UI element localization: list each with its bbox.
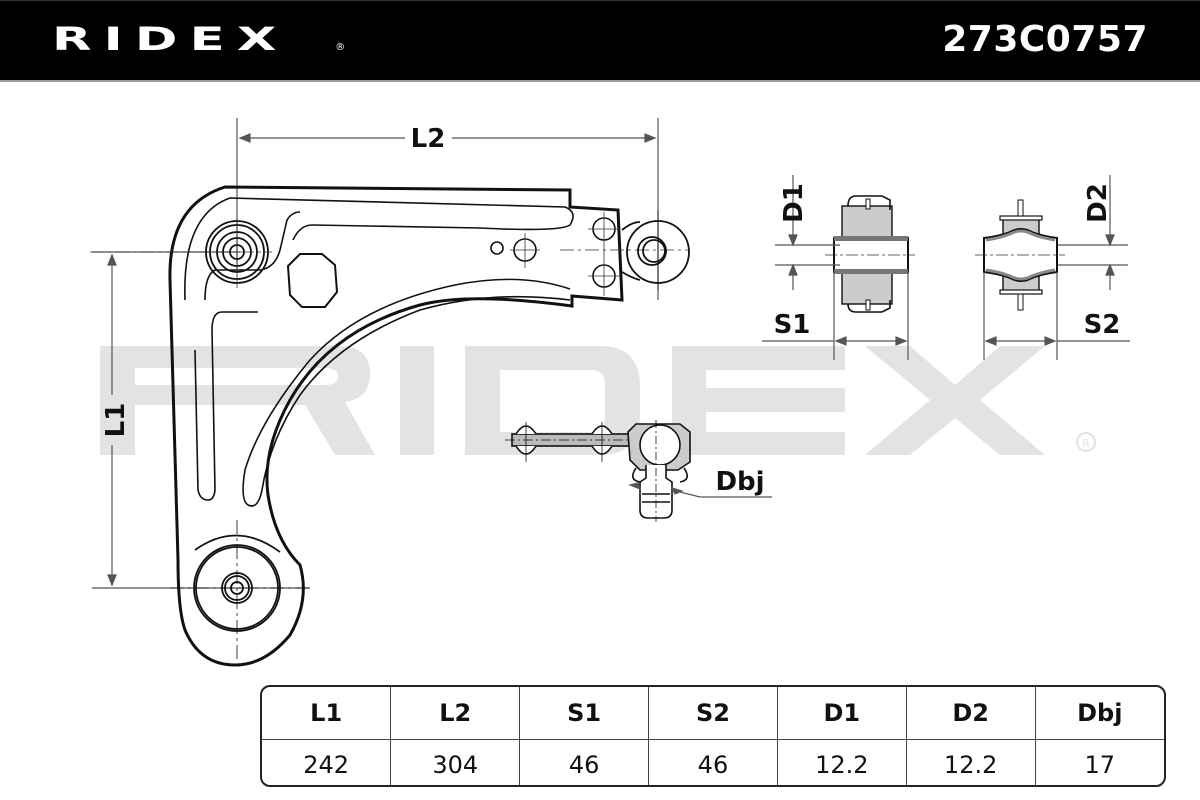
label-l2: L2: [411, 124, 446, 154]
ball-joint-head: [621, 210, 690, 290]
spec-table-value-row: 242 304 46 46 12.2 12.2 17: [262, 739, 1164, 785]
spec-value-dbj: 17: [1084, 751, 1116, 779]
s1-dimension: [762, 272, 909, 360]
svg-text:R: R: [1082, 437, 1090, 450]
spec-header-s1: S1: [519, 687, 650, 740]
spec-table-header-row: L1 L2 S1 S2 D1 D2 Dbj: [262, 687, 1164, 740]
s2-dimension: [983, 272, 1130, 360]
label-dbj: Dbj: [715, 467, 764, 497]
header-bar: RIDEX ® 273C0757: [0, 0, 1200, 80]
spec-header-l2: L2: [390, 687, 521, 740]
spec-value-d2: 12.2: [906, 739, 1036, 785]
center-lines: [90, 212, 690, 296]
spec-table: L1 L2 S1 S2 D1 D2 Dbj 242 304 46 46 12.2…: [260, 685, 1166, 787]
label-l1: L1: [101, 403, 131, 438]
control-arm: [168, 185, 624, 667]
label-s2: S2: [1084, 310, 1121, 340]
brand-text: RIDEX: [52, 20, 289, 58]
d2-dimension: [1058, 175, 1128, 290]
spec-value-l1: 242: [262, 739, 392, 785]
ball-joint-side-view: [505, 420, 691, 522]
label-d2: D2: [1083, 183, 1113, 223]
dbj-dimension: [628, 482, 772, 498]
spec-header-s2: S2: [648, 687, 778, 740]
spec-header-dbj: Dbj: [1035, 687, 1164, 740]
registered-mark: ®: [335, 42, 346, 53]
d1-dimension: [775, 175, 840, 290]
header-divider: [0, 80, 1200, 82]
ridex-logo: RIDEX ®: [52, 19, 345, 59]
spec-value-s2: 46: [648, 739, 778, 785]
spec-header-l1: L1: [262, 687, 392, 740]
part-number: 273C0757: [942, 19, 1148, 60]
technical-drawing: R L2 L1: [90, 118, 1130, 667]
rear-bushing: [170, 520, 310, 660]
octagon-cutout: [286, 253, 339, 308]
bushing-2-detail: [975, 199, 1065, 311]
bushing-1-detail: [825, 195, 915, 313]
spec-value-d1: 12.2: [777, 739, 907, 785]
label-s1: S1: [774, 310, 811, 340]
label-d1: D1: [779, 183, 809, 223]
spec-value-l2: 304: [390, 739, 521, 785]
spec-header-d1: D1: [777, 687, 907, 740]
spec-value-s1: 46: [519, 739, 650, 785]
spec-header-d2: D2: [906, 687, 1036, 740]
